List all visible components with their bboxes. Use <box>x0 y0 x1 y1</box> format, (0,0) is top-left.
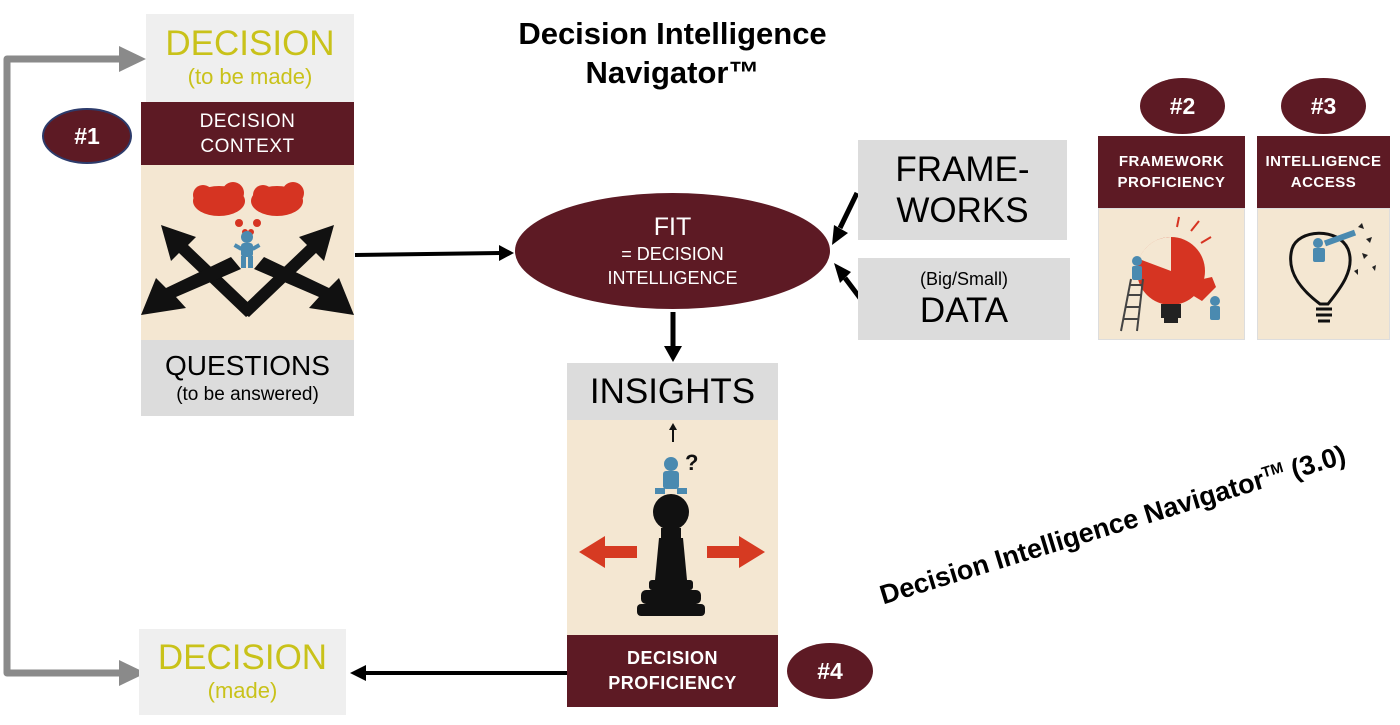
person-figure-icon <box>233 231 261 268</box>
thought-bubble-left-icon <box>193 182 248 235</box>
framework-proficiency-line-1: FRAMEWORK <box>1118 153 1225 170</box>
ladder-icon <box>1120 278 1144 332</box>
decision-proficiency-line-1: DECISION <box>626 648 718 668</box>
arrow-context-to-fit <box>354 251 501 257</box>
right-red-arrow-icon <box>707 536 765 568</box>
decision-bottom-title: DECISION <box>157 638 328 677</box>
intelligence-access-header: INTELLIGENCE ACCESS <box>1257 136 1390 208</box>
feedback-loop-line <box>3 55 120 677</box>
data-box: (Big/Small) DATA <box>858 258 1070 340</box>
intelligence-bulb-illustration <box>1257 208 1390 340</box>
question-mark-icon: ? <box>685 450 698 475</box>
decision-made-box: DECISION (made) <box>139 629 346 715</box>
data-small-label: (Big/Small) <box>919 268 1008 289</box>
title-line-1: Decision Intelligence <box>518 16 827 51</box>
title-line-2: Navigator™ <box>585 55 760 90</box>
insights-title: INSIGHTS <box>589 372 756 411</box>
badge-4-label: #4 <box>817 657 843 684</box>
badge-1: #1 <box>42 108 132 164</box>
frameworks-line-1: FRAME- <box>895 150 1030 189</box>
questions-box: QUESTIONS (to be answered) <box>141 340 354 416</box>
decision-top-title: DECISION <box>165 24 335 63</box>
framework-proficiency-line-2: PROFICIENCY <box>1117 174 1226 191</box>
intelligence-access-line-2: ACCESS <box>1290 174 1357 191</box>
insights-box: INSIGHTS <box>567 363 778 420</box>
light-bulb-icon <box>1289 231 1352 323</box>
arrow-data-to-fit <box>843 276 862 300</box>
chess-pawn-illustration: ? <box>567 420 778 635</box>
frameworks-box: FRAME- WORKS <box>858 140 1067 240</box>
decision-context-line-1: DECISION <box>199 110 296 132</box>
decision-context-header: DECISION CONTEXT <box>141 102 354 165</box>
puzzle-bulb-icon <box>1137 236 1216 323</box>
arrow-frameworks-to-fit <box>837 191 860 230</box>
decision-bottom-subtitle: (made) <box>207 678 278 703</box>
glass-shards-icon <box>1354 223 1376 275</box>
fit-ellipse: FIT = DECISION INTELLIGENCE <box>515 193 830 309</box>
framework-proficiency-header: FRAMEWORK PROFICIENCY <box>1098 136 1245 208</box>
svg-text:?: ? <box>685 450 698 475</box>
badge-3: #3 <box>1281 78 1366 134</box>
fit-line-2: INTELLIGENCE <box>607 268 738 288</box>
decision-top-subtitle: (to be made) <box>187 64 313 89</box>
badge-2-label: #2 <box>1169 92 1196 119</box>
thought-bubble-right-icon <box>248 182 304 235</box>
badge-4: #4 <box>787 643 873 699</box>
worker-figures-icon <box>1132 256 1220 320</box>
framework-puzzle-illustration <box>1098 208 1245 340</box>
chess-pawn-icon <box>637 494 705 616</box>
spark-lines-icon <box>1176 216 1212 244</box>
questions-subtitle: (to be answered) <box>176 383 319 405</box>
thinking-figure-icon <box>655 457 687 494</box>
feedback-arrowhead-bottom <box>119 660 146 686</box>
fit-line-1: = DECISION <box>621 244 724 264</box>
decision-to-be-made-box: DECISION (to be made) <box>146 14 354 102</box>
decision-context-line-2: CONTEXT <box>200 135 295 157</box>
smashing-figure-icon <box>1313 229 1357 262</box>
decision-proficiency-line-2: PROFICIENCY <box>608 673 737 693</box>
badge-3-label: #3 <box>1310 92 1337 119</box>
questions-title: QUESTIONS <box>165 349 330 381</box>
frameworks-line-2: WORKS <box>896 191 1029 230</box>
decision-proficiency-header: DECISION PROFICIENCY <box>567 635 778 707</box>
crossroads-arrows-icon <box>141 225 354 317</box>
badge-2: #2 <box>1140 78 1225 134</box>
badge-1-label: #1 <box>74 122 100 149</box>
crossroads-illustration <box>141 165 354 340</box>
fit-title: FIT <box>653 213 692 241</box>
left-red-arrow-icon <box>579 536 637 568</box>
feedback-arrowhead-top <box>119 46 146 72</box>
intelligence-access-line-1: INTELLIGENCE <box>1265 153 1382 170</box>
data-big-label: DATA <box>919 290 1009 330</box>
diagram-title: Decision Intelligence Navigator™ <box>480 14 865 92</box>
